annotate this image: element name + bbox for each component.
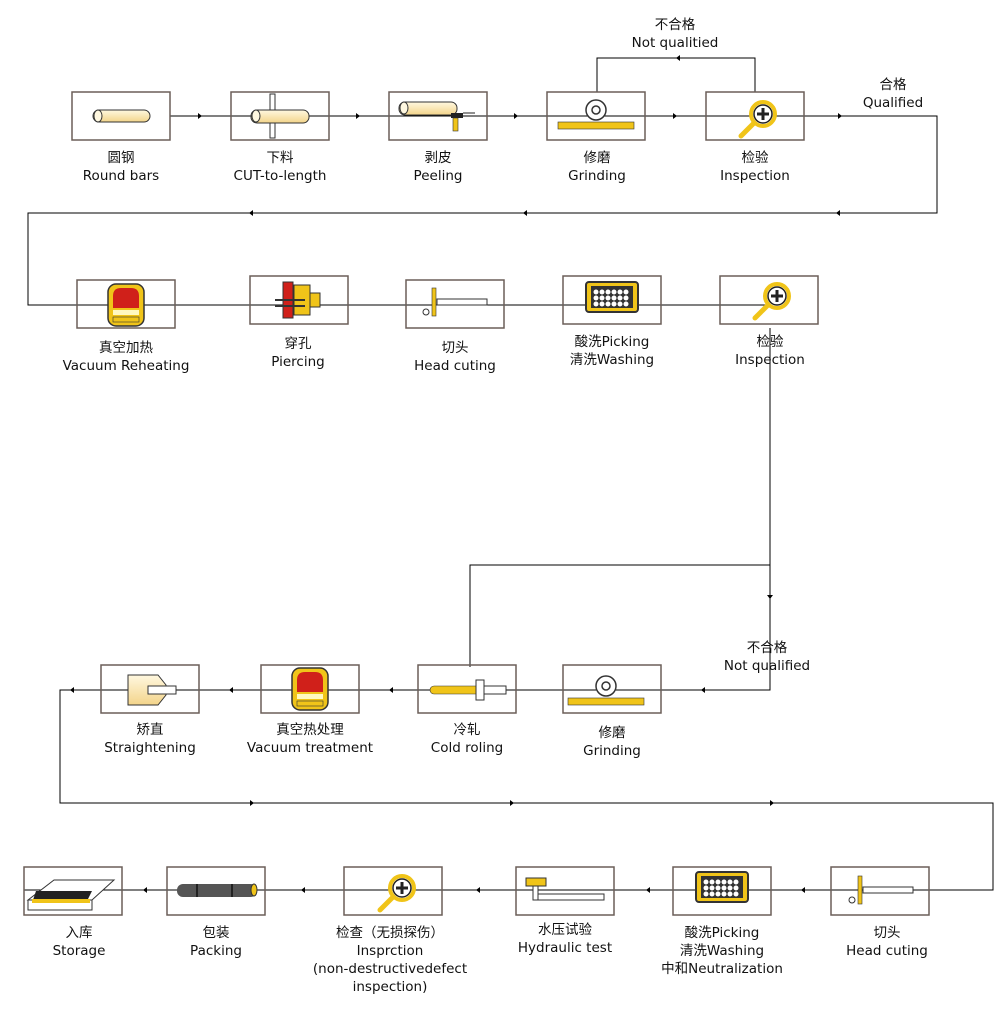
round-bar-icon bbox=[92, 109, 151, 123]
label-cn: 下料 bbox=[266, 150, 294, 166]
label-en: Grinding bbox=[568, 168, 626, 184]
label-en: Vacuum treatment bbox=[246, 740, 374, 756]
step-straightening: 矫直 Straightening bbox=[104, 721, 196, 757]
step-head-cutting: 切头 Head cuting bbox=[414, 339, 496, 375]
label-cn: 矫直 bbox=[136, 722, 164, 738]
pickling-tank-icon bbox=[585, 281, 639, 313]
label-cn: 检验 bbox=[756, 334, 784, 350]
label-cn: 冷轧 bbox=[453, 722, 481, 738]
label-en: Grinding bbox=[583, 743, 641, 759]
grinding-wheel-icon bbox=[557, 99, 635, 130]
label-cn: 圆钢 bbox=[107, 150, 135, 166]
step-boxes bbox=[23, 91, 930, 916]
label-en: Qualified bbox=[862, 95, 924, 111]
label-en: Not qualified bbox=[723, 658, 811, 674]
step-inspection-2: 检验 Inspection bbox=[735, 333, 805, 369]
label-cn: 水压试验 bbox=[537, 922, 592, 938]
label-cn: 合格 bbox=[879, 77, 907, 93]
label-en: Head cuting bbox=[846, 943, 928, 959]
label-cn: 不合格 bbox=[654, 17, 696, 33]
not-qualified-label-1: 不合格 Not qualitied bbox=[632, 16, 719, 52]
step-ndt-inspection: 检查（无损探伤） Insprction (non-destructivedefect… bbox=[313, 924, 467, 996]
label-en: Round bars bbox=[82, 168, 160, 184]
step-peeling: 剥皮 Peeling bbox=[414, 149, 463, 185]
magnifier-icon bbox=[755, 284, 789, 318]
step-cut-to-length: 下料 CUT-to-length bbox=[234, 149, 327, 185]
label-en: Piercing bbox=[271, 354, 325, 370]
step-inspection: 检验 Inspection bbox=[720, 149, 790, 185]
label-en: 清洗Washing bbox=[569, 352, 655, 368]
label-en: Storage bbox=[52, 943, 106, 959]
label-cn: 入库 bbox=[65, 925, 93, 941]
hydraulic-test-icon bbox=[525, 877, 605, 901]
magnifier-icon bbox=[380, 876, 414, 910]
label-en: Hydraulic test bbox=[517, 940, 613, 956]
pickling-tank-icon bbox=[695, 871, 749, 903]
step-grinding-2: 修磨 Grinding bbox=[583, 724, 641, 760]
furnace-icon bbox=[107, 283, 145, 327]
cold-roll-icon bbox=[429, 679, 507, 701]
label-cn: 酸洗Picking bbox=[574, 334, 650, 350]
step-head-cutting-2: 切头 Head cuting bbox=[846, 924, 928, 960]
label-cn: 切头 bbox=[873, 925, 901, 941]
label-cn: 酸洗Picking bbox=[684, 925, 760, 941]
arrow-marks bbox=[70, 55, 842, 893]
label-en: Vacuum Reheating bbox=[62, 358, 190, 374]
head-cut-icon bbox=[848, 875, 914, 905]
label-cn: 剥皮 bbox=[424, 150, 452, 166]
label-en: Straightening bbox=[104, 740, 196, 756]
label-en: Not qualitied bbox=[631, 35, 719, 51]
straightener-icon bbox=[127, 674, 177, 706]
label-cn: 检查（无损探伤） bbox=[335, 925, 444, 941]
label-cn: 真空热处理 bbox=[276, 722, 344, 738]
connector-lines bbox=[24, 57, 994, 891]
magnifier-icon bbox=[741, 102, 775, 136]
label-en: Head cuting bbox=[414, 358, 496, 374]
step-cold-rolling: 冷轧 Cold roling bbox=[431, 721, 503, 757]
furnace-icon bbox=[291, 667, 329, 711]
label-en: Inspection bbox=[735, 352, 805, 368]
step-pickling-neutralization: 酸洗Picking 清洗Washing 中和Neutralization bbox=[661, 924, 783, 978]
step-packing: 包装 Packing bbox=[190, 924, 242, 960]
peeling-tool-icon bbox=[398, 101, 475, 132]
label-cn: 切头 bbox=[441, 340, 469, 356]
step-round-bars: 圆钢 Round bars bbox=[83, 149, 159, 185]
label-en: Inspection bbox=[720, 168, 790, 184]
label-cn: 修磨 bbox=[583, 150, 611, 166]
label-en: Packing bbox=[190, 943, 242, 959]
label-cn: 包装 bbox=[202, 925, 230, 941]
label-en: Peeling bbox=[413, 168, 463, 184]
label-en: CUT-to-length bbox=[233, 168, 327, 184]
piercing-mill-icon bbox=[275, 281, 321, 319]
label-cn: 检验 bbox=[741, 150, 769, 166]
step-grinding: 修磨 Grinding bbox=[568, 149, 626, 185]
saw-cut-icon bbox=[250, 93, 310, 139]
label-cn: 穿孔 bbox=[284, 336, 312, 352]
storage-icon bbox=[26, 879, 116, 911]
step-piercing: 穿孔 Piercing bbox=[271, 335, 324, 371]
label-cn: 真空加热 bbox=[98, 340, 153, 356]
step-hydraulic-test: 水压试验 Hydraulic test bbox=[518, 921, 612, 957]
step-vacuum-reheating: 真空加热 Vacuum Reheating bbox=[63, 339, 190, 375]
not-qualified-label-2: 不合格 Not qualified bbox=[724, 639, 810, 675]
label-cn: 不合格 bbox=[746, 640, 788, 656]
label-extra: inspection) bbox=[352, 979, 428, 995]
step-pickling-washing: 酸洗Picking 清洗Washing bbox=[570, 333, 654, 369]
label-en: Insprction bbox=[356, 943, 424, 959]
qualified-label: 合格 Qualified bbox=[863, 76, 923, 112]
label-extra: (non-destructivedefect bbox=[312, 961, 468, 977]
head-cut-icon bbox=[422, 287, 488, 317]
step-storage: 入库 Storage bbox=[53, 924, 106, 960]
label-en: 清洗Washing bbox=[679, 943, 765, 959]
packed-tube-icon bbox=[177, 883, 258, 897]
label-extra: 中和Neutralization bbox=[661, 961, 783, 977]
step-vacuum-treatment: 真空热处理 Vacuum treatment bbox=[247, 721, 373, 757]
label-cn: 修磨 bbox=[598, 725, 626, 741]
label-en: Cold roling bbox=[430, 740, 504, 756]
